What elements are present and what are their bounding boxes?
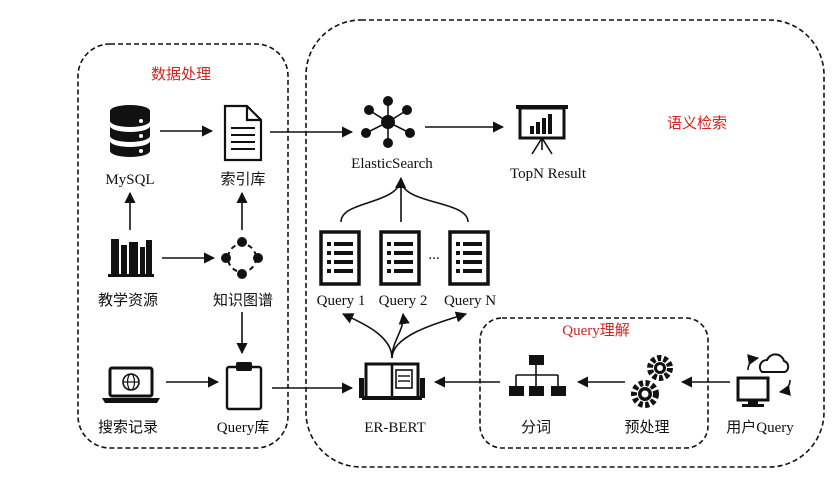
topn-result-label: TopN Result: [510, 166, 587, 182]
presentation-chart-icon: [516, 105, 568, 155]
arrow-queryn-to-es: [400, 179, 469, 223]
query-understanding-group: [479, 317, 709, 449]
queryn-label: Query N: [444, 293, 496, 309]
query-library-label: Query库: [217, 419, 270, 436]
er-bert-label: ER-BERT: [364, 420, 426, 436]
index-library-label: 索引库: [220, 171, 265, 188]
laptop-globe-icon: [102, 366, 160, 403]
document-icon: [223, 104, 263, 162]
arrow-erbert-to-queryn: [391, 311, 468, 359]
query-understanding-title: Query理解: [562, 322, 630, 339]
arrow-query1-to-es: [340, 176, 407, 223]
ellipsis-label: ...: [428, 247, 439, 263]
query1-label: Query 1: [317, 293, 366, 309]
arrow-erbert-to-query1: [341, 313, 393, 359]
user-query-label: 用户Query: [726, 419, 794, 436]
hierarchy-icon: [509, 355, 566, 396]
graph-nodes-icon: [221, 237, 263, 279]
list-document-icon: [319, 230, 361, 286]
teaching-resources-label: 教学资源: [98, 292, 158, 309]
knowledge-graph-label: 知识图谱: [213, 292, 273, 309]
list-document-icon: [448, 230, 490, 286]
books-icon: [108, 239, 154, 277]
open-book-icon: [359, 362, 425, 400]
list-document-icon: [379, 230, 421, 286]
data-processing-group: [77, 43, 289, 449]
segmentation-label: 分词: [521, 419, 551, 436]
mysql-label: MySQL: [105, 172, 154, 188]
semantic-search-group: [305, 19, 825, 468]
database-icon: [110, 105, 150, 157]
monitor-cloud-icon: [736, 353, 791, 407]
data-processing-title: 数据处理: [151, 66, 211, 83]
query2-label: Query 2: [379, 293, 428, 309]
clipboard-icon: [225, 362, 263, 411]
gears-icon: [631, 355, 673, 408]
semantic-search-title: 语义检索: [667, 115, 727, 132]
preprocessing-label: 预处理: [624, 419, 669, 436]
network-users-icon: [361, 96, 415, 148]
search-records-label: 搜索记录: [98, 419, 158, 436]
elasticsearch-label: ElasticSearch: [351, 156, 433, 172]
